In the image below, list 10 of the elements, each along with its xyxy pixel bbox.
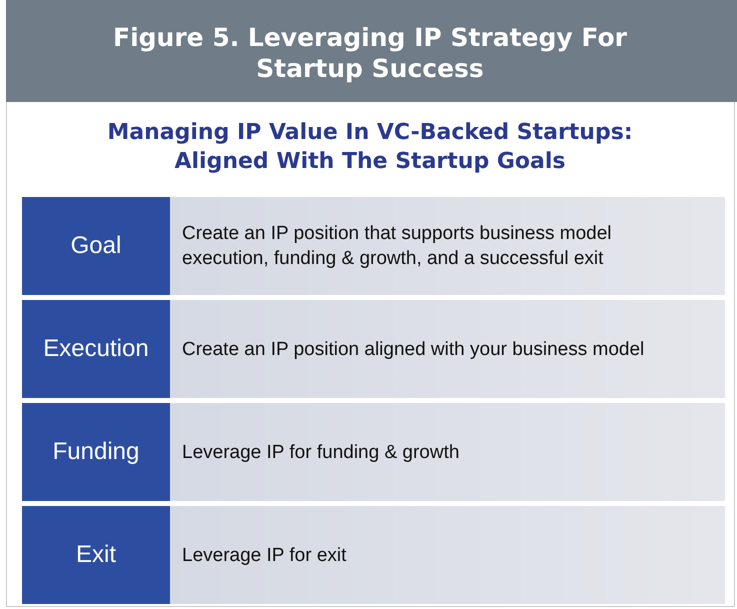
row-label-cell: Funding — [22, 403, 170, 501]
description-cell: Create an IP position aligned with your business model — [170, 300, 725, 398]
row-label-cell: Execution — [22, 300, 170, 398]
row-label-cell: Exit — [22, 506, 170, 604]
row-label-cell: Goal — [22, 197, 170, 295]
description-cell: Leverage IP for exit — [170, 506, 725, 604]
description-cell: Leverage IP for funding & growth — [170, 403, 725, 501]
description-cell: Create an IP position that supports business model execution, funding & growth, and a successful exit — [170, 197, 725, 295]
figure-title: Figure 5. Leveraging IP Strategy For Startup Success — [112, 22, 628, 84]
subtitle: Managing IP Value In VC-Backed Startups: Aligned With The Startup Goals — [106, 119, 634, 176]
